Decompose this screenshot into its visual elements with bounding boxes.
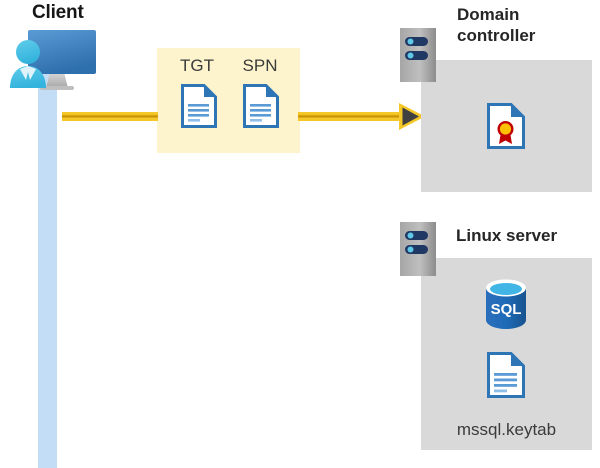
linux-server-rack-icon — [400, 222, 436, 281]
right-arrow-icon — [399, 103, 425, 130]
keytab-filename-label: mssql.keytab — [456, 420, 557, 439]
arrow-segment-right — [298, 112, 404, 121]
linux-server-title: Linux server — [456, 226, 558, 245]
spn-label: SPN — [242, 56, 278, 75]
client-title: Client — [32, 2, 84, 23]
svg-text:SQL: SQL — [491, 301, 522, 318]
keytab-document-icon — [487, 352, 525, 403]
certificate-document-icon — [487, 103, 525, 154]
tgt-document-icon — [181, 84, 217, 133]
spn-document-icon — [243, 84, 279, 133]
sql-database-icon: SQL — [482, 278, 530, 335]
domain-controller-title: Domain controller — [457, 5, 536, 45]
tgt-label: TGT — [180, 56, 214, 75]
arrow-segment-left — [62, 112, 158, 121]
domain-controller-server-rack-icon — [400, 28, 436, 87]
client-lifeline — [38, 70, 57, 468]
user-workstation-icon — [6, 26, 102, 98]
